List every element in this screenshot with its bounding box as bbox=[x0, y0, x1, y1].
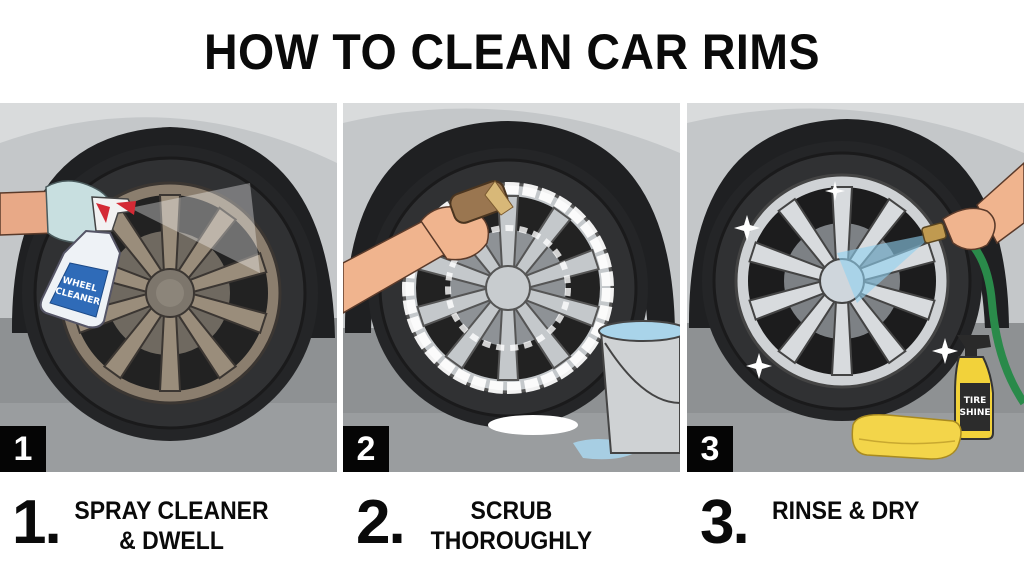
water-spray bbox=[837, 233, 935, 303]
microfiber-towel bbox=[851, 413, 962, 460]
step-1-caption: 1. SPRAY CLEANER & DWELL bbox=[12, 488, 332, 558]
step-2-caption: 2. SCRUB THOROUGHLY bbox=[356, 488, 676, 558]
step-number-2: 2. bbox=[356, 488, 406, 557]
rim-spokes bbox=[748, 186, 936, 376]
spray-mist bbox=[130, 183, 260, 273]
scrubbing-wheel-scene bbox=[343, 103, 680, 472]
svg-text:TIRE: TIRE bbox=[964, 396, 987, 406]
water-bucket bbox=[598, 320, 680, 454]
step-2-illustration: 2 bbox=[343, 103, 680, 472]
step-2-text: SCRUB THOROUGHLY bbox=[430, 497, 593, 555]
step-number-1: 1. bbox=[12, 488, 62, 557]
step-3-text: RINSE & DRY bbox=[772, 497, 920, 525]
step-badge-1: 1 bbox=[0, 426, 46, 472]
sparkle-icons bbox=[734, 181, 958, 379]
step-badge-2: 2 bbox=[343, 426, 389, 472]
foam-puddle bbox=[488, 415, 578, 435]
step-3-caption: 3. RINSE & DRY bbox=[700, 488, 1020, 558]
step-3-illustration: TIRE SHINE 3 bbox=[687, 103, 1024, 472]
step-number-3: 3. bbox=[700, 488, 750, 557]
wheel-cleaner-bottle: WHEEL CLEANER bbox=[39, 196, 136, 329]
tire-shine-bottle: TIRE SHINE bbox=[954, 335, 994, 440]
rinsing-wheel-scene: TIRE SHINE bbox=[687, 103, 1024, 472]
scrub-brush bbox=[449, 180, 514, 224]
hand bbox=[942, 207, 996, 251]
step-1-illustration: WHEEL CLEANER 1 bbox=[0, 103, 337, 472]
step-badge-3: 3 bbox=[687, 426, 733, 472]
soap-foam bbox=[402, 182, 614, 394]
page-title: HOW TO CLEAN CAR RIMS bbox=[204, 24, 820, 80]
step-1-text: SPRAY CLEANER & DWELL bbox=[74, 497, 269, 555]
svg-text:SHINE: SHINE bbox=[959, 408, 990, 418]
hose-nozzle bbox=[921, 222, 947, 244]
dirty-wheel-scene: WHEEL CLEANER bbox=[0, 103, 337, 472]
